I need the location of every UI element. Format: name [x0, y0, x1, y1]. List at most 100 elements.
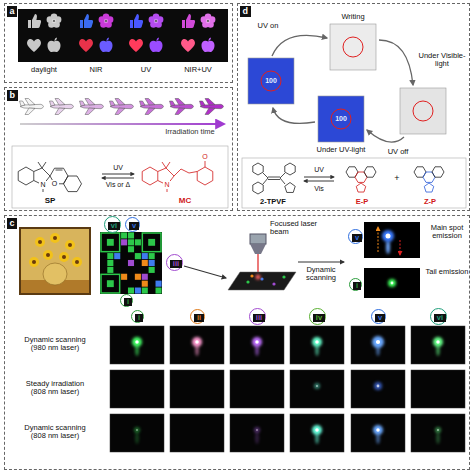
- laser-setup: [184, 234, 344, 290]
- result-tiles: [255, 340, 259, 344]
- condition-label: UV: [126, 66, 166, 74]
- qr-code: [142, 233, 161, 252]
- molecule-structure: [304, 181, 334, 182]
- result-tiles: [256, 429, 258, 431]
- airplane-sequence: [20, 99, 44, 115]
- result-tiles: [290, 326, 344, 364]
- molecule-structure: [166, 162, 170, 168]
- icon-array: [150, 38, 163, 53]
- painting: [75, 260, 79, 264]
- airplane-sequence: [80, 99, 104, 115]
- laser-setup: [298, 261, 344, 262]
- callout-number: i: [349, 278, 362, 291]
- airplane-sequence: [80, 101, 86, 106]
- painting: [43, 263, 67, 285]
- condition-label: NIR+UV: [175, 66, 221, 74]
- qr-code: [142, 260, 148, 266]
- result-tiles: [252, 337, 262, 347]
- qr-code: [148, 239, 155, 246]
- step-label: Writing: [330, 13, 376, 21]
- qr-code: [114, 253, 120, 259]
- callout-number: i: [131, 310, 144, 323]
- molecule-structure: [42, 162, 46, 168]
- laser-setup: [256, 275, 261, 280]
- molecule-structure: [364, 167, 376, 177]
- painting: [46, 253, 50, 257]
- qr-code: [142, 253, 148, 259]
- writing-cycle: [318, 96, 364, 142]
- qr-code: [142, 281, 148, 287]
- result-tiles: [315, 340, 319, 344]
- laser-setup: [250, 244, 266, 254]
- painting: [32, 260, 36, 264]
- result-tiles: [351, 370, 405, 408]
- image-label: Tail emission: [424, 268, 470, 276]
- callout-text: i: [353, 282, 360, 290]
- arrow-label: Vis or Δ: [96, 181, 140, 189]
- molecule-structure: [253, 182, 263, 194]
- writing-cycle: [261, 71, 281, 91]
- molecule-structure: [197, 167, 213, 185]
- result-tiles: [376, 428, 380, 432]
- molecule-structure: [142, 167, 158, 185]
- result-tiles: [374, 382, 382, 390]
- airplane-sequence: [85, 108, 95, 115]
- icon-array: [130, 14, 143, 28]
- painting: [29, 257, 39, 267]
- panel-letter: d: [240, 6, 251, 17]
- arrow-label: UV: [305, 166, 333, 174]
- callout-text: iii: [253, 314, 264, 322]
- painting: [38, 240, 42, 244]
- airplane-sequence: [50, 101, 56, 106]
- qr-code: [107, 280, 114, 287]
- icon-array: [28, 14, 41, 28]
- step-label: Under UV-light: [306, 146, 376, 154]
- result-tiles: [372, 336, 384, 348]
- arrow-label: Vis: [305, 185, 333, 193]
- result-tiles: [170, 370, 224, 408]
- result-tiles: [110, 326, 164, 364]
- painting: [65, 240, 75, 250]
- airplane-sequence: [25, 108, 35, 115]
- qr-code: [128, 239, 134, 245]
- result-tiles: [230, 326, 284, 364]
- molecule-structure: [56, 170, 63, 171]
- qr-code: [101, 233, 120, 252]
- emission-image: [386, 234, 391, 239]
- icon-array: [18, 9, 228, 62]
- molecule-structure: [263, 173, 268, 178]
- qr-code: [128, 260, 134, 266]
- laser-setup: [260, 277, 263, 280]
- airplane-sequence: [20, 101, 26, 106]
- painting: [20, 228, 90, 294]
- molecule-structure: [356, 183, 366, 192]
- result-tiles: [132, 337, 142, 347]
- atom-label: O: [51, 180, 59, 188]
- qr-code: [135, 239, 141, 245]
- row-label: Dynamic scanning (808 nm laser): [18, 424, 92, 441]
- icon-array: [18, 9, 228, 62]
- row-label: Steady irradiation (808 nm laser): [18, 380, 92, 397]
- icon-array: [182, 14, 195, 28]
- callout-number: v: [125, 217, 140, 232]
- callout-number: vi: [104, 216, 121, 233]
- result-tiles: [433, 337, 443, 347]
- setup-label: Focused laser beam: [270, 220, 322, 237]
- writing-cycle: [330, 24, 376, 70]
- writing-cycle: [273, 108, 315, 123]
- result-tiles: [312, 425, 322, 435]
- result-tiles: [315, 428, 319, 432]
- molecule-structure: [268, 177, 280, 178]
- result-tiles: [290, 370, 344, 408]
- callout-text: ii: [194, 314, 203, 322]
- laser-setup: [246, 280, 249, 283]
- airplane-sequence: [205, 108, 215, 115]
- result-tiles: [316, 385, 318, 387]
- result-tiles: [290, 414, 344, 452]
- molecule-structure: [242, 158, 466, 208]
- painting: [59, 252, 69, 262]
- molecule-structure: [174, 169, 197, 176]
- writing-cycle: [367, 130, 404, 142]
- emission-image: [364, 268, 420, 298]
- icon-array: [47, 13, 62, 27]
